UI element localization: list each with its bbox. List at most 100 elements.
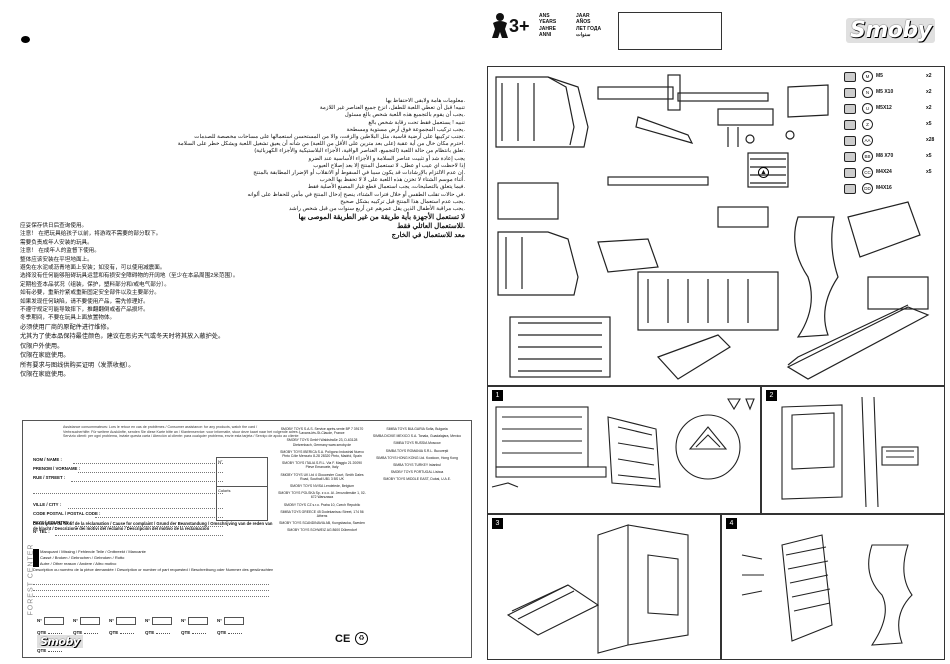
distributor-address: SIMBA TOYS RUSSIA Moscow: [393, 441, 441, 446]
arabic-warning-line: احترم مكان خال من أية عقبة (على بعد متري…: [177, 141, 465, 148]
hardware-qty: x5: [926, 121, 932, 127]
distributor-address: SMOBY TOYS UK Ltd 4 Gloucester Court, Sm…: [280, 472, 364, 481]
child-icon: [492, 13, 508, 38]
hardware-letter: CC: [862, 167, 873, 178]
hardware-letter: Z: [862, 119, 873, 130]
age-language-word: ANNI: [539, 32, 552, 39]
distributor-address: SMOBY TOYS IBERICA S.A. Polígono Industr…: [280, 449, 364, 459]
part-number-cell[interactable]: N°: [217, 616, 253, 625]
distributor-address: SMOBY TOYS GmbH Waldstraße 23, D-63128 D…: [286, 438, 358, 447]
hardware-code: M8 X70: [876, 153, 894, 159]
arabic-warning-line: فيما يتعلق بالتصليحات، يجب استعمال قطع غ…: [307, 184, 465, 191]
part-number-label: N°: [145, 618, 151, 623]
part-number-box[interactable]: N° Coloris: [216, 457, 268, 521]
chinese-warning-line: 整体应该安装在平坦地面上。: [20, 256, 93, 263]
part-number-label: N°: [109, 618, 115, 623]
arabic-warning-line: تنبيه ! يستعمل فقط تحت رقابة شخص بالغ: [368, 119, 465, 126]
chinese-warning-line: 避免在水泥或沥青地面上安装；如没有，可以使用减震面。: [20, 265, 166, 272]
part-number-box[interactable]: [44, 616, 65, 625]
chinese-warning-line: 冬季期间，不要在玩具上面放置物体。: [20, 315, 116, 322]
hardware-qty: x5: [926, 153, 932, 159]
complaint-checks: Manquant / Missing / Fehlende Teile / On…: [33, 549, 273, 573]
quantity-line: [48, 651, 63, 652]
distributor-address: SMOBY TOYS PORTUGAL Lisboa: [390, 470, 444, 475]
hardware-code: M5 X10: [876, 89, 894, 95]
chinese-warning-line: 不遵守规定可能导致摔下，推翻翻倒或者产品损坏。: [20, 307, 149, 314]
arabic-warning-line: يجب تركيب المجموعة فوق أرض مستوية ومسطحة…: [346, 126, 465, 133]
part-number-box[interactable]: [116, 616, 137, 625]
quantity-label: QTE: [217, 630, 227, 635]
part-number-label: N°: [217, 618, 223, 623]
distributor-address: SMOBY TOYS SCHWEIZ AG 8600 Dübendorf: [287, 528, 357, 533]
part-marker: ▲: [758, 167, 769, 178]
field-postcode[interactable]: CODE POSTAL / POSTAL CODE :: [33, 511, 101, 516]
part-number-label: N°: [73, 618, 79, 623]
step-2-panel: 2: [761, 386, 945, 514]
hardware-letter: DD: [862, 183, 873, 194]
field-country[interactable]: PAYS / COUNTRY :: [33, 520, 72, 525]
distributor-address: SIMBA TOYS BULGARIA Sofia, Bulgaria: [386, 427, 448, 431]
age-language-word: YEARS: [539, 19, 557, 26]
field-city[interactable]: VILLE / CITY :: [33, 502, 62, 507]
quantity-cell[interactable]: QTE: [109, 630, 145, 635]
field-street[interactable]: RUE / STREET :: [33, 475, 66, 480]
age-badge: 3+: [490, 10, 530, 42]
chinese-warning-line: 尤其为了使本品保持最佳颜色，建议在恶劣天气或冬天时将其放入蔽护处。: [20, 333, 225, 341]
distributor-address: SIMBA TOYS ROMANIA S.R.L. Bucureşti: [385, 448, 449, 453]
part-number-box[interactable]: [188, 616, 209, 625]
part-number-box[interactable]: [224, 616, 245, 625]
part-number-cell[interactable]: N°: [37, 616, 73, 625]
part-number-box[interactable]: [152, 616, 173, 625]
part-number-cell[interactable]: N°: [109, 616, 145, 625]
chinese-warning-line: 仅限在家庭使用。: [20, 352, 70, 360]
part-number-cell[interactable]: N°: [181, 616, 217, 625]
part-number-box[interactable]: [80, 616, 101, 625]
hardware-qty: x5: [926, 169, 932, 175]
field-firstname[interactable]: PRENOM / VORNAME :: [33, 466, 81, 471]
arabic-warning-line: معلومات هامة ولابقى الاحتفاظ بها.: [385, 98, 465, 104]
chinese-warning-line: 定期检查本品状况（组装，保护，塑料部分和/或电气部分）。: [20, 281, 170, 288]
quantity-line: [84, 633, 99, 634]
hardware-letter: M: [862, 71, 873, 82]
step-4-illustration: [741, 534, 913, 646]
smoby-logo-small: Smoby: [37, 635, 83, 648]
hardware-letter: N: [862, 87, 873, 98]
part-number-cell[interactable]: N°: [73, 616, 109, 625]
quantity-cell[interactable]: QTE: [37, 630, 73, 635]
arabic-warning-line: يجب مراقبة الأطفال الذين يقل عمرهم عن أر…: [289, 206, 465, 213]
quantity-cell[interactable]: QTE: [37, 648, 73, 653]
screw-icon: [844, 88, 856, 98]
screw-icon: [844, 72, 856, 82]
quantity-cell[interactable]: QTE: [181, 630, 217, 635]
quantity-cell[interactable]: QTE: [73, 630, 109, 635]
distributor-address: SMOBY TOYS S.A.S. Service après-vente BP…: [280, 427, 364, 436]
hardware-letter: U: [862, 103, 873, 114]
distributor-address: SMOBY TOYS SCANDINAVIA AB, Kungsbacka, S…: [279, 521, 365, 526]
arabic-warning-line: في حالات تقلب الطقس أو خلال فترات الشتاء…: [247, 191, 465, 198]
step-1-panel: 1: [487, 386, 761, 514]
step-1-illustration: [491, 398, 755, 488]
age-language-word: سنوات: [576, 32, 591, 39]
part-number-label: N°: [37, 618, 43, 623]
reference-box: [618, 12, 722, 50]
quantity-cell[interactable]: QTE: [217, 630, 253, 635]
quantity-cell[interactable]: QTE: [145, 630, 181, 635]
hardware-letter: AA: [862, 135, 873, 146]
part-number-cell[interactable]: N°: [145, 616, 181, 625]
arabic-warning-line: للاستعمال العائلي فقط.: [397, 223, 465, 231]
arabic-warnings: معلومات هامة ولابقى الاحتفاظ بها.تنبيه! …: [125, 98, 465, 240]
consumer-assistance-card: Assistance consommateurs: Lors le retour…: [22, 420, 472, 658]
part-number-row: N°N°N°N°N°N°N°: [37, 609, 287, 645]
field-phone[interactable]: N° TEL :: [33, 529, 50, 534]
hardware-letter: BB: [862, 151, 873, 162]
field-name[interactable]: NOM / NAME :: [33, 457, 62, 462]
chinese-warning-line: 应妥保存供日后查询使用。: [20, 223, 88, 229]
quantity-line: [120, 633, 135, 634]
distributor-address: SMOBY TOYS ITALIA S.R.L. Via F. Maggio 2…: [282, 461, 362, 470]
arabic-warning-line: تجنب تركيبها على أرضية قاسية، مثل البلاط…: [194, 134, 465, 141]
screw-icon: [844, 168, 856, 178]
